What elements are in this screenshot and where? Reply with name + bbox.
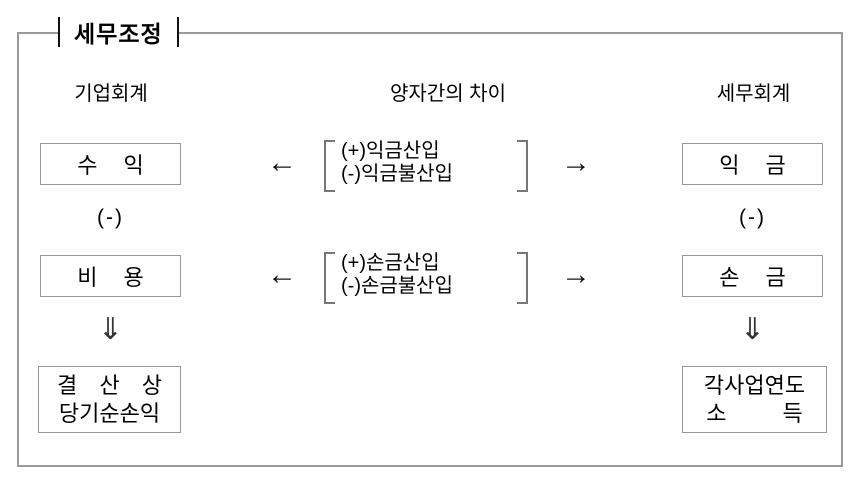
diagram-frame <box>17 32 843 467</box>
header-tax-accounting: 세무회계 <box>716 83 791 105</box>
adjustment-line-gross-income-exclusion: (-)익금불산입 <box>341 163 453 185</box>
box-gross-income-label: 익 금 <box>719 153 786 178</box>
box-net-income: 결 산 상 당기순손익 <box>38 366 181 433</box>
bracket-left-icon <box>324 140 335 192</box>
double-down-arrow-left-icon: ⇓ <box>97 313 124 346</box>
right-arrow-icon: → <box>561 146 591 179</box>
minus-sign-left: (-) <box>97 206 124 229</box>
bracket-left-icon <box>324 252 335 304</box>
diagram-title-group: 세무조정 <box>58 13 179 51</box>
title-tick-right <box>176 17 179 47</box>
title-tick-left <box>58 17 60 47</box>
box-net-income-line1: 결 산 상 <box>57 372 162 398</box>
box-deductible-expense: 손 금 <box>682 255 823 297</box>
diagram-title: 세무조정 <box>74 21 163 47</box>
box-taxable-income: 각사업연도 소 득 <box>682 366 827 433</box>
header-difference: 양자간의 차이 <box>390 83 506 105</box>
box-deductible-expense-label: 손 금 <box>719 265 786 290</box>
bracket-right-icon <box>517 140 528 192</box>
bracket-right-icon <box>517 252 528 304</box>
double-down-arrow-right-icon: ⇓ <box>739 313 766 346</box>
adjustment-line-deductible-exclusion: (-)손금불산입 <box>341 275 453 297</box>
adjustment-group-2: (+)손금산입 (-)손금불산입 <box>341 252 453 298</box>
box-revenue: 수 익 <box>40 143 181 185</box>
adjustment-line-gross-income-inclusion: (+)익금산입 <box>341 140 440 162</box>
adjustment-line-deductible-inclusion: (+)손금산입 <box>341 252 440 274</box>
adjustment-group-1: (+)익금산입 (-)익금불산입 <box>341 140 453 186</box>
header-corporate-accounting: 기업회계 <box>74 83 148 105</box>
box-expense: 비 용 <box>40 255 181 297</box>
left-arrow-icon: ← <box>267 258 297 291</box>
box-revenue-label: 수 익 <box>77 153 144 178</box>
box-expense-label: 비 용 <box>77 265 144 290</box>
minus-sign-right: (-) <box>739 206 766 229</box>
box-net-income-line2: 당기순손익 <box>58 400 161 426</box>
box-gross-income: 익 금 <box>682 143 823 185</box>
box-taxable-income-line1: 각사업연도 <box>703 372 806 398</box>
box-taxable-income-line2: 소 득 <box>706 400 803 426</box>
right-arrow-icon: → <box>561 258 591 291</box>
left-arrow-icon: ← <box>267 146 297 179</box>
